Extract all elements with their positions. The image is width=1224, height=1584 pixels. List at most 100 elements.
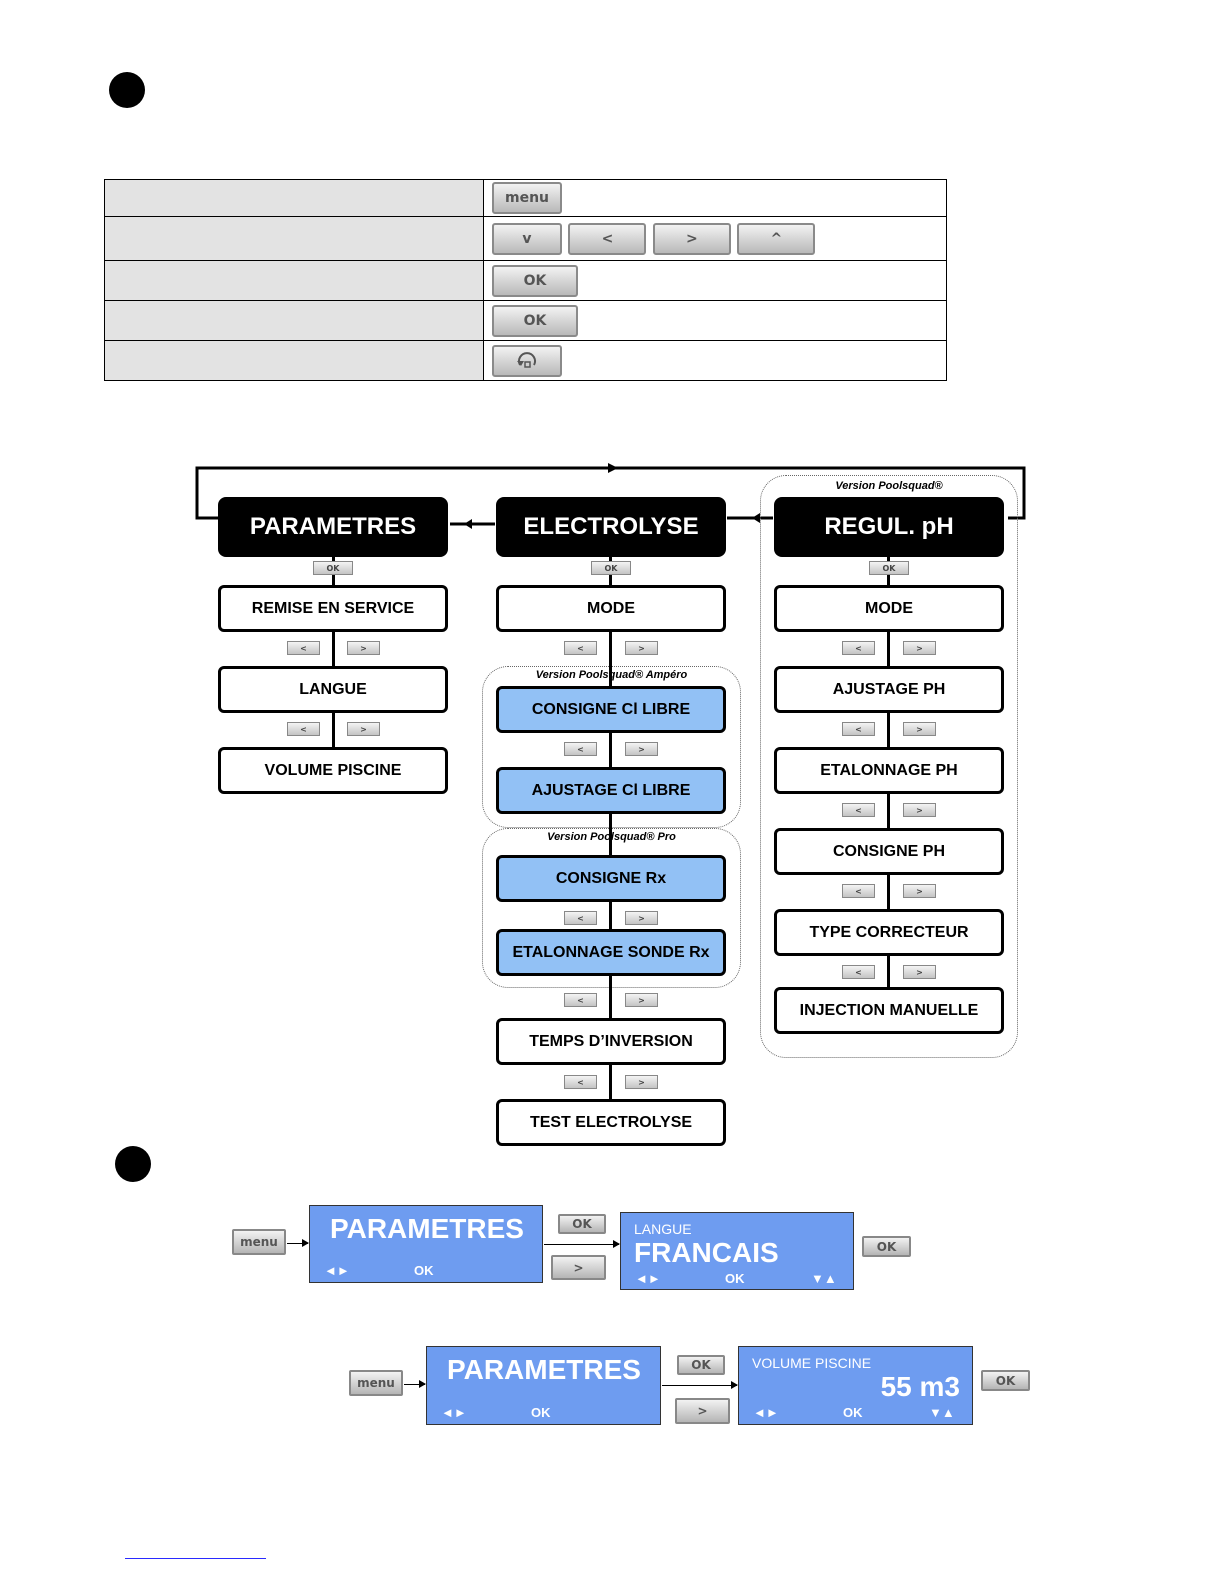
menu-item-volume-piscine[interactable]: VOLUME PISCINE (218, 747, 448, 794)
menu-item-consigne-cl-libre[interactable]: CONSIGNE Cl LIBRE (496, 686, 726, 733)
lcd-value: 55 m3 (880, 1371, 960, 1402)
menu-item-temps-inversion[interactable]: TEMPS D’INVERSION (496, 1018, 726, 1065)
right-small-button[interactable]: > (625, 742, 658, 756)
key-table-keys-cell (483, 340, 947, 381)
parametres-connector (332, 556, 335, 752)
lcd-title: PARAMETRES (447, 1354, 641, 1385)
right-small-button[interactable]: > (903, 884, 936, 898)
lcd-nav-arrows: ◄► (441, 1405, 467, 1420)
menu-button[interactable]: menu (349, 1370, 403, 1396)
right-small-button[interactable]: > (903, 641, 936, 655)
lcd-screen-langue: LANGUE FRANCAIS ◄► OK ▼▲ (620, 1212, 854, 1290)
right-small-button[interactable]: > (347, 641, 380, 655)
menu-button[interactable]: menu (232, 1229, 286, 1255)
left-small-button[interactable]: < (564, 911, 597, 925)
left-small-button[interactable]: < (564, 641, 597, 655)
lcd-ok-label: OK (843, 1405, 863, 1420)
left-small-button[interactable]: < (564, 993, 597, 1007)
lcd-updown-arrows: ▼▲ (929, 1405, 955, 1420)
left-small-button[interactable]: < (287, 641, 320, 655)
left-small-button[interactable]: < (287, 722, 320, 736)
right-small-button[interactable]: > (625, 911, 658, 925)
lcd-screen-parametres: PARAMETRES ◄► OK (309, 1205, 543, 1283)
right-small-button[interactable]: > (903, 722, 936, 736)
lcd-ok-label: OK (531, 1405, 551, 1420)
lcd-nav-arrows: ◄► (635, 1271, 661, 1286)
ok-button[interactable]: OK (677, 1355, 725, 1375)
right-button[interactable]: > (551, 1255, 606, 1280)
right-small-button[interactable]: > (625, 1075, 658, 1089)
lcd-label: LANGUE (634, 1221, 692, 1237)
lcd-ok-label: OK (414, 1263, 434, 1278)
key-table-keys-cell: v < > ^ (483, 216, 947, 261)
lcd-updown-arrows: ▼▲ (811, 1271, 837, 1286)
menu-item-mode[interactable]: MODE (496, 585, 726, 632)
section-bullet-2 (115, 1146, 151, 1182)
up-key-button[interactable]: ^ (737, 222, 816, 255)
menu-item-etalonnage-sonde-rx[interactable]: ETALONNAGE SONDE Rx (496, 929, 726, 976)
ok-key-button[interactable]: OK (492, 264, 578, 297)
key-table-label-cell (104, 300, 484, 341)
back-key-button[interactable] (492, 344, 562, 377)
left-small-button[interactable]: < (842, 722, 875, 736)
left-key-button[interactable]: < (568, 222, 647, 255)
menu-item-test-electrolyse[interactable]: TEST ELECTROLYSE (496, 1099, 726, 1146)
regul-ph-header[interactable]: REGUL. pH (774, 497, 1004, 557)
menu-loop-arrows (195, 463, 1026, 529)
lcd-nav-arrows: ◄► (324, 1263, 350, 1278)
key-table-label-cell (104, 340, 484, 381)
menu-item-consigne-ph[interactable]: CONSIGNE PH (774, 828, 1004, 875)
ok-button[interactable]: OK (981, 1370, 1030, 1391)
lcd-title: PARAMETRES (330, 1213, 524, 1244)
left-small-button[interactable]: < (842, 803, 875, 817)
key-table-keys-cell: OK (483, 260, 947, 301)
right-small-button[interactable]: > (903, 803, 936, 817)
electrolyse-header[interactable]: ELECTROLYSE (496, 497, 726, 557)
menu-item-consigne-rx[interactable]: CONSIGNE Rx (496, 855, 726, 902)
down-key-button[interactable]: v (492, 222, 562, 255)
ok-button[interactable]: OK (862, 1236, 911, 1257)
ok-small-button[interactable]: OK (313, 561, 353, 575)
section-bullet-1 (109, 72, 145, 108)
menu-item-remise-en-service[interactable]: REMISE EN SERVICE (218, 585, 448, 632)
lcd-label: VOLUME PISCINE (752, 1355, 872, 1371)
menu-item-mode-ph[interactable]: MODE (774, 585, 1004, 632)
key-table-label-cell (104, 179, 484, 217)
left-small-button[interactable]: < (842, 965, 875, 979)
flow-arrow (544, 1240, 620, 1248)
menu-item-ajustage-cl-libre[interactable]: AJUSTAGE Cl LIBRE (496, 767, 726, 814)
key-table-keys-cell: OK (483, 300, 947, 341)
right-small-button[interactable]: > (347, 722, 380, 736)
menu-item-ajustage-ph[interactable]: AJUSTAGE PH (774, 666, 1004, 713)
menu-item-etalonnage-ph[interactable]: ETALONNAGE PH (774, 747, 1004, 794)
lcd-nav-arrows: ◄► (753, 1405, 779, 1420)
menu-key-button[interactable]: menu (492, 182, 562, 214)
regul-version-label: Version Poolsquad® (835, 480, 943, 492)
right-small-button[interactable]: > (625, 641, 658, 655)
left-small-button[interactable]: < (842, 884, 875, 898)
left-small-button[interactable]: < (564, 742, 597, 756)
menu-item-langue[interactable]: LANGUE (218, 666, 448, 713)
flow-arrow (662, 1381, 738, 1389)
left-small-button[interactable]: < (842, 641, 875, 655)
lcd-ok-label: OK (725, 1271, 745, 1286)
right-key-button[interactable]: > (652, 222, 731, 255)
right-small-button[interactable]: > (625, 993, 658, 1007)
lcd-screen-volume-piscine: VOLUME PISCINE 55 m3 ◄► OK ▼▲ (738, 1346, 973, 1425)
ok-small-button[interactable]: OK (591, 561, 631, 575)
flow-arrow (287, 1239, 309, 1247)
back-arrow-icon (517, 351, 536, 368)
key-table: menu v < > ^ OK OK (104, 179, 947, 381)
right-button[interactable]: > (675, 1398, 730, 1424)
right-small-button[interactable]: > (903, 965, 936, 979)
flow-arrow (404, 1380, 426, 1388)
left-small-button[interactable]: < (564, 1075, 597, 1089)
ok-button[interactable]: OK (558, 1214, 606, 1234)
ok-key-button[interactable]: OK (492, 304, 578, 337)
menu-item-type-correcteur[interactable]: TYPE CORRECTEUR (774, 909, 1004, 956)
key-table-label-cell (104, 260, 484, 301)
menu-item-injection-manuelle[interactable]: INJECTION MANUELLE (774, 987, 1004, 1034)
footer-rule (125, 1558, 266, 1559)
parametres-header[interactable]: PARAMETRES (218, 497, 448, 557)
ok-small-button[interactable]: OK (869, 561, 909, 575)
